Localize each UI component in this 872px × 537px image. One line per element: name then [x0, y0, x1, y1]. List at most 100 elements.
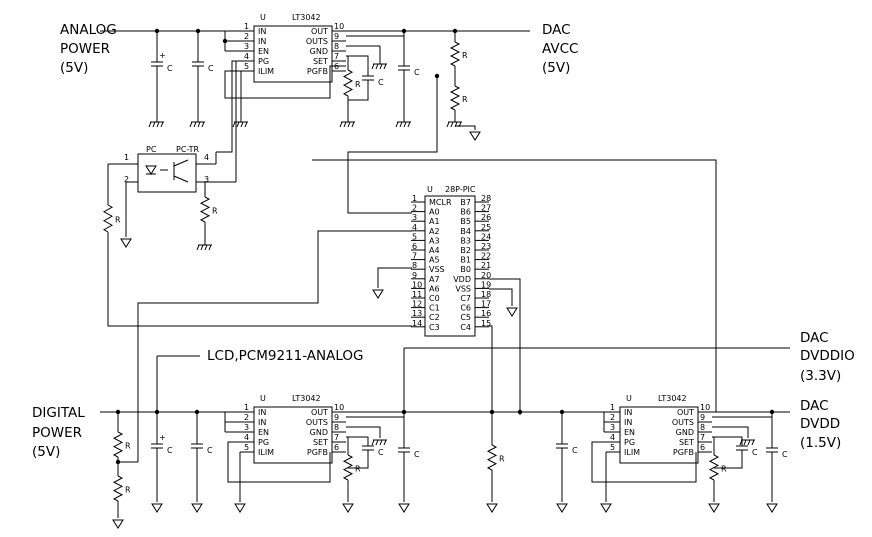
wire	[489, 278, 521, 415]
wire	[346, 436, 349, 455]
opto-body	[137, 153, 197, 193]
ground-triangle-icon	[600, 503, 612, 513]
pin-number: 6	[334, 443, 339, 452]
ground-icon	[446, 121, 462, 128]
pin-number: 6	[700, 443, 705, 452]
ground-hatch	[399, 121, 403, 128]
junction-dot	[559, 409, 565, 415]
ground-icon	[371, 63, 387, 70]
pin-name: A7	[429, 275, 440, 284]
ground-triangle-icon	[342, 503, 354, 513]
ground-hatch	[148, 121, 152, 128]
ground-hatch	[458, 121, 462, 128]
regulator-ref: U	[260, 394, 266, 403]
pin-number: 10	[334, 22, 344, 31]
resistor-label: R	[125, 442, 131, 451]
resistor-symbol	[112, 475, 124, 502]
pin-number: 5	[412, 232, 417, 241]
pin-number: 22	[481, 252, 491, 261]
pin-name: C3	[429, 323, 440, 332]
pin-name: ILIM	[624, 448, 640, 457]
ground-triangle-icon	[469, 131, 481, 141]
pin-name: VSS	[429, 265, 445, 274]
ground-hatch	[446, 121, 450, 128]
pin-name: IN	[624, 418, 632, 427]
capacitor-label: C	[167, 64, 173, 73]
svg-text:DIGITAL: DIGITAL	[32, 405, 85, 421]
capacitor-label: C	[378, 448, 384, 457]
opto-pin: 3	[204, 175, 209, 184]
pin-number: 18	[481, 290, 491, 299]
ground-hatch	[375, 63, 379, 70]
pin-name: IN	[624, 408, 632, 417]
pin-name: IN	[258, 37, 266, 46]
pin-name: B1	[460, 256, 471, 265]
wire	[107, 232, 412, 327]
wire	[489, 325, 493, 445]
ground-hatch	[739, 439, 743, 446]
ground-hatch	[747, 439, 751, 446]
pin-number: 9	[334, 32, 339, 41]
wire	[216, 98, 233, 153]
pin-name: C2	[429, 313, 440, 322]
ground-triangle-icon	[234, 503, 246, 513]
pin-name: PGFB	[307, 448, 328, 457]
wire	[312, 159, 717, 412]
wire	[714, 436, 743, 446]
pin-number: 21	[481, 261, 491, 270]
pin-number: 11	[412, 290, 422, 299]
ground-hatch	[232, 121, 236, 128]
pin-name: PG	[624, 438, 635, 447]
pin-name: A4	[429, 246, 440, 255]
ground-triangle-icon	[486, 503, 498, 513]
pin-number: 13	[412, 309, 422, 318]
wire	[348, 436, 369, 446]
pin-name: A0	[429, 208, 440, 217]
ground-icon	[395, 121, 411, 128]
capacitor-label: C	[572, 446, 578, 455]
pin-name: OUTS	[672, 418, 694, 427]
analog-power-label: ANALOG POWER (5V)	[60, 22, 117, 76]
pin-number: 2	[244, 413, 249, 422]
ground-hatch	[743, 439, 747, 446]
pin-name: MCLR	[429, 198, 452, 207]
pin-number: 9	[700, 413, 705, 422]
ground-icon	[339, 121, 355, 128]
regulator-ref: U	[260, 13, 266, 22]
junction-dot	[154, 28, 160, 34]
pin-name: SET	[313, 57, 328, 66]
wire	[346, 55, 349, 70]
pin-name: OUT	[311, 27, 328, 36]
pin-name: PGFB	[307, 67, 328, 76]
pin-name: A1	[429, 217, 440, 226]
ground-triangle-icon	[398, 503, 410, 513]
pin-number: 6	[412, 242, 417, 251]
pin-number: 2	[244, 32, 249, 41]
wire	[137, 230, 412, 462]
ground-hatch	[240, 121, 244, 128]
pin-number: 14	[412, 319, 422, 328]
ground-icon	[148, 121, 164, 128]
ground-triangle-icon	[708, 503, 720, 513]
ground-hatch	[193, 121, 197, 128]
wire	[346, 426, 381, 438]
resistor-label: R	[721, 465, 727, 474]
polarity-mark: +	[159, 433, 166, 442]
pin-name: EN	[624, 428, 635, 437]
ground-hatch	[383, 439, 387, 446]
wire	[224, 60, 240, 99]
wire	[712, 426, 749, 438]
pin-name: SET	[679, 438, 694, 447]
led-icon	[145, 165, 157, 175]
pin-number: 7	[412, 252, 417, 261]
pin-number: 28	[481, 194, 491, 203]
pin-name: GND	[676, 428, 694, 437]
pin-number: 8	[412, 261, 417, 270]
resistor-symbol	[342, 454, 354, 481]
pin-name: OUTS	[306, 418, 328, 427]
pin-number: 19	[481, 280, 491, 289]
pin-number: 1	[412, 194, 417, 203]
ground-icon	[189, 121, 205, 128]
ground-icon	[196, 244, 212, 251]
